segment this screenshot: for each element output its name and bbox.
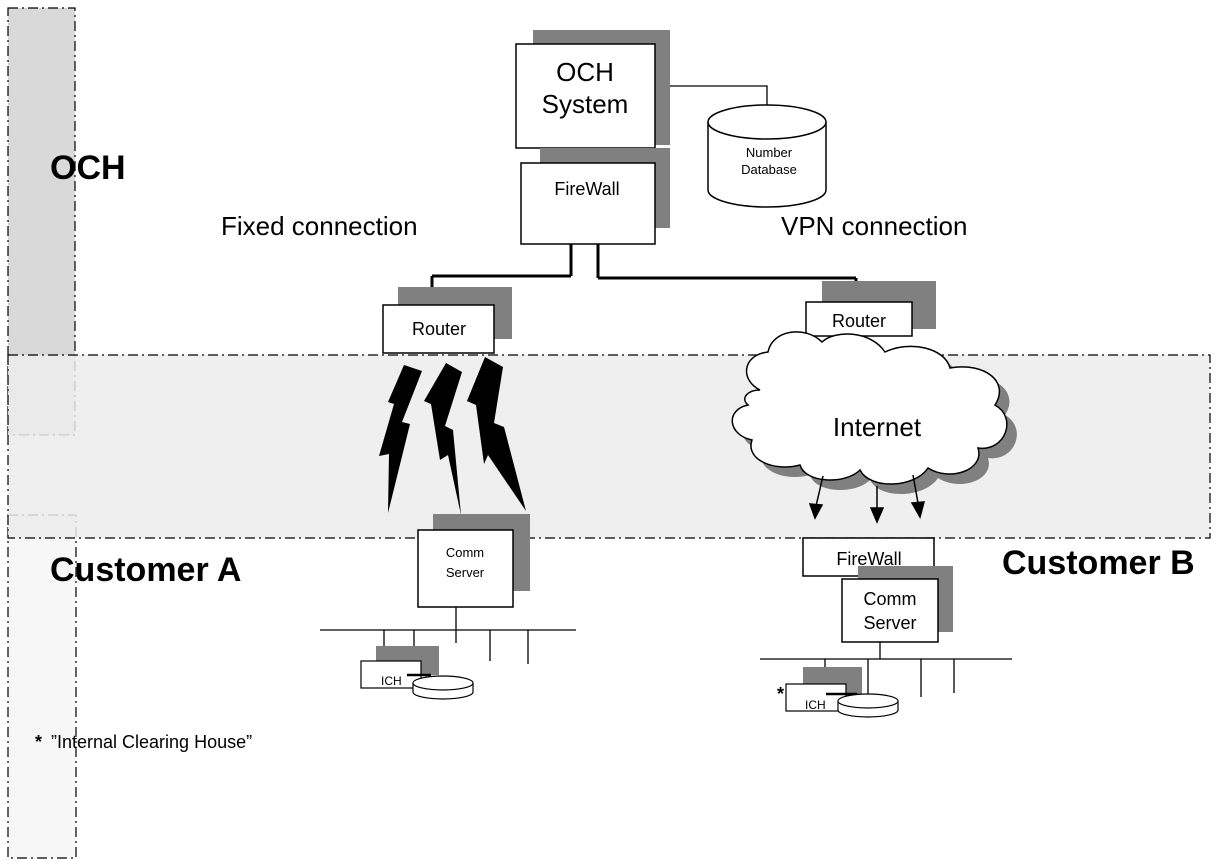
och-system-line-2: System — [542, 89, 629, 119]
customer-a-network: Comm Server ICH — [320, 514, 576, 700]
ich-a-disk — [412, 675, 474, 700]
middle-band — [7, 354, 1211, 539]
router-right-label: Router — [832, 311, 886, 331]
vpn-connection-label: VPN connection — [781, 211, 967, 241]
comm-server-b-line-1: Comm — [864, 589, 917, 609]
footnote-text: ”Internal Clearing House” — [51, 732, 252, 752]
och-system-line-1: OCH — [556, 57, 614, 87]
footnote: * ”Internal Clearing House” — [35, 732, 252, 752]
comm-server-a-line-2: Server — [446, 565, 485, 580]
internet-cloud: Internet — [731, 331, 1017, 495]
ich-b-disk — [837, 693, 899, 718]
router-left-label: Router — [412, 319, 466, 339]
router-right-node: Router — [805, 281, 936, 337]
firewall-top-node: FireWall — [520, 148, 670, 245]
lightning-icon — [379, 365, 422, 513]
firewall-top-label: FireWall — [554, 179, 619, 199]
router-left-node: Router — [382, 287, 512, 354]
ich-a-label: ICH — [381, 674, 402, 688]
ich-b-marker: * — [777, 684, 784, 704]
lightning-icon — [424, 363, 462, 515]
number-database-line-1: Number — [746, 145, 793, 160]
arrow-down-icon — [808, 503, 824, 520]
lightning-icon — [467, 357, 526, 511]
fixed-connection-label: Fixed connection — [221, 211, 418, 241]
firewall-b-label: FireWall — [836, 549, 901, 569]
number-database-line-2: Database — [741, 162, 797, 177]
customer-b-label: Customer B — [1002, 544, 1195, 582]
arrow-down-icon — [869, 507, 885, 524]
customer-b-network: FireWall Comm Server ICH * — [760, 537, 1012, 718]
comm-server-b-line-2: Server — [863, 613, 916, 633]
customer-a-label: Customer A — [50, 551, 241, 589]
och-zone-label: OCH — [50, 149, 126, 187]
number-database-node: Number Database — [707, 104, 827, 208]
customer-a-zone — [7, 514, 77, 859]
internet-label: Internet — [833, 412, 922, 442]
vpn-arrows — [808, 474, 925, 524]
arrow-down-icon — [910, 501, 925, 519]
och-system-node: OCH System — [515, 30, 670, 149]
ich-b-label: ICH — [805, 698, 826, 712]
comm-server-a-line-1: Comm — [446, 545, 484, 560]
fixed-link-bolts — [379, 357, 526, 515]
footnote-marker: * — [35, 732, 42, 752]
